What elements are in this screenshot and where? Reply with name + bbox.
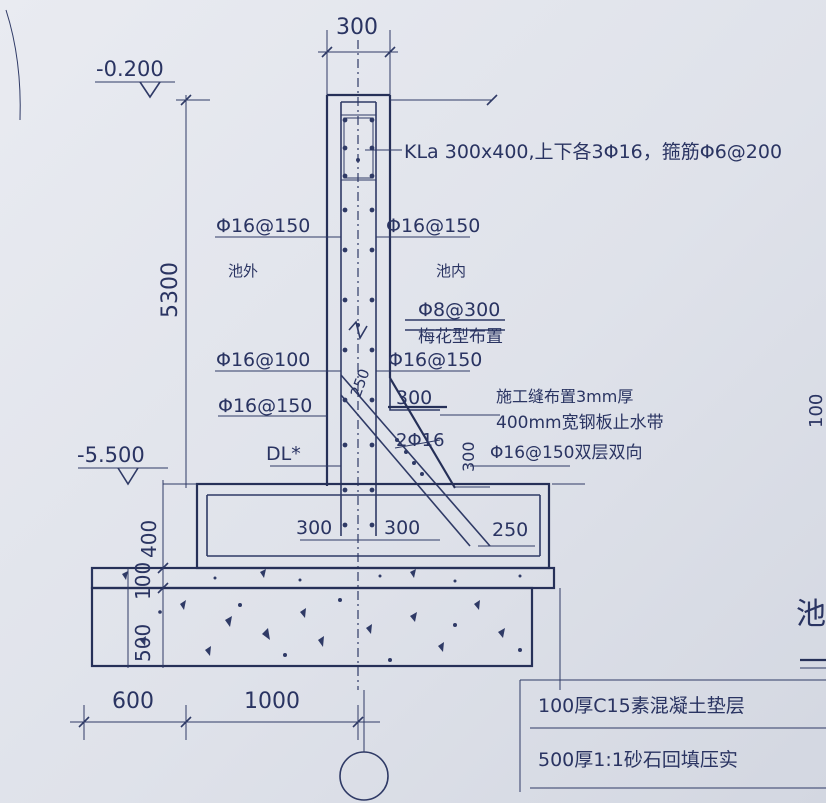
dim-height-total: 5300 <box>158 262 183 318</box>
dim-right-slope: 250 <box>492 519 528 541</box>
dim-left-ext: 600 <box>112 689 154 714</box>
label-inside: 池内 <box>436 262 466 280</box>
cushion-layer <box>90 566 556 590</box>
rebar-right-mid: Φ16@150 <box>388 349 482 371</box>
rebar-haunch-bar: 2Φ16 <box>396 430 445 451</box>
rebar-left-top: Φ16@150 <box>216 215 310 237</box>
dim-step-300-vert: 300 <box>459 441 478 472</box>
aggregate-hatch <box>122 569 522 662</box>
wall <box>325 40 505 690</box>
dim-inner-right: 300 <box>384 517 420 539</box>
dim-step-300: 300 <box>396 387 432 409</box>
dim-lines <box>70 30 826 801</box>
rebar-base-bar: Φ16@150双层双向 <box>490 443 642 463</box>
rebar-tie-note: 梅花型布置 <box>418 327 503 347</box>
rebar-dots-wall <box>342 117 375 528</box>
backfill-layer <box>90 569 561 690</box>
legend-backfill: 500厚1:1砂石回填压实 <box>538 749 738 771</box>
rebar-left-low: Φ16@150 <box>218 395 312 417</box>
dim-right-ext: 1000 <box>244 689 300 714</box>
joint-note-1: 施工缝布置3mm厚 <box>496 387 633 406</box>
dl-label: DL* <box>266 443 301 465</box>
dim-base-height: 400 <box>137 520 161 558</box>
dim-backfill-thk: 500 <box>131 624 155 662</box>
axis-bubble <box>339 751 389 801</box>
label-outside: 池外 <box>228 262 258 280</box>
elevation-bottom: -5.500 <box>77 443 145 467</box>
dim-top-width: 300 <box>336 15 378 40</box>
rebar-right-top: Φ16@150 <box>386 215 480 237</box>
haunch-bars <box>394 438 441 476</box>
edge-char-right: 池 <box>796 597 826 632</box>
dim-cushion-thk: 100 <box>131 562 155 600</box>
dim-inner-left: 300 <box>296 517 332 539</box>
elevation-top: -0.200 <box>96 57 164 81</box>
rebar-left-mid: Φ16@100 <box>216 349 310 371</box>
beam-note: KLa 300x400,上下各3Φ16，箍筋Φ6@200 <box>404 141 782 163</box>
rebar-tie: Φ8@300 <box>418 299 500 321</box>
edge-text-right: 100 <box>806 394 826 428</box>
dim-haunch-len: 250 <box>347 366 374 399</box>
legend-cushion: 100厚C15素混凝土垫层 <box>538 695 745 717</box>
margin-arc <box>5 9 21 121</box>
joint-note-2: 400mm宽钢板止水带 <box>496 413 664 433</box>
